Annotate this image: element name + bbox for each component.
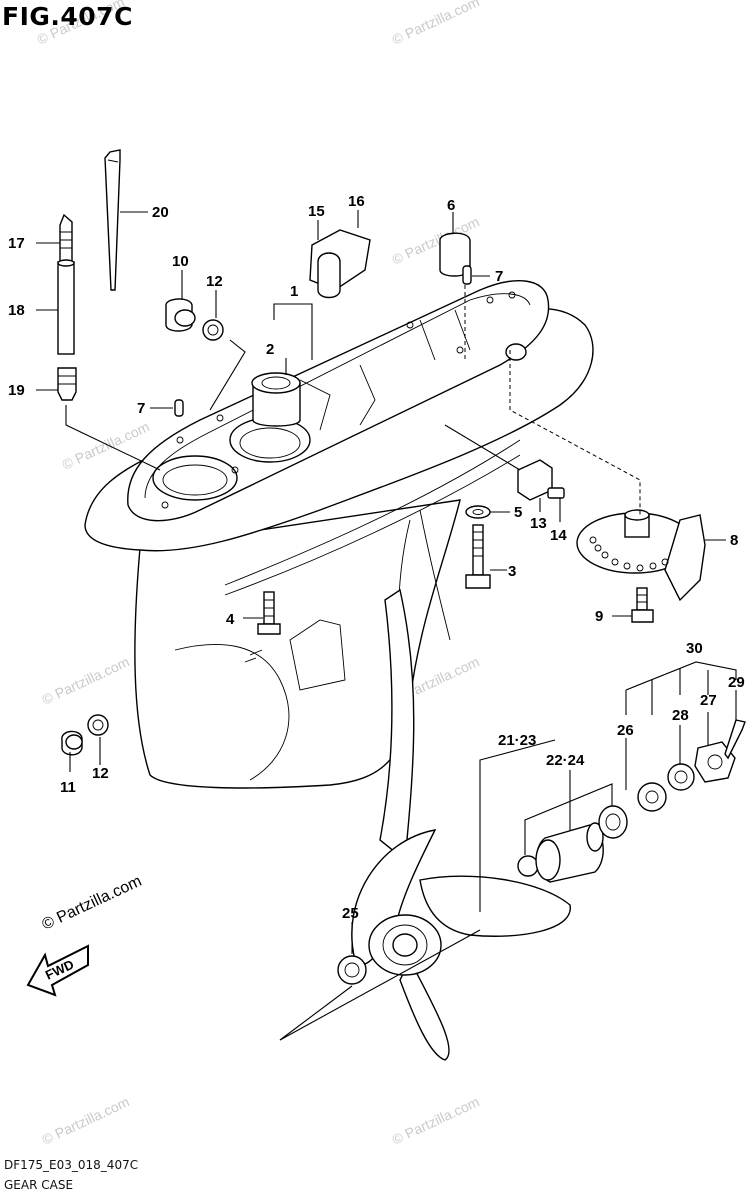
gasket-part-12-lower	[87, 714, 109, 736]
pin-part-7-upper	[462, 265, 472, 285]
hose-assembly-17-18-19	[57, 213, 77, 401]
plug-part-10	[165, 298, 196, 332]
callout-12-lower: 12	[92, 765, 109, 782]
callout-8: 8	[730, 532, 738, 549]
gasket-part-12-upper	[202, 319, 224, 341]
callout-19: 19	[8, 382, 25, 399]
callout-18: 18	[8, 302, 25, 319]
bolt-part-14	[547, 487, 565, 499]
washer-part-26	[637, 782, 667, 812]
callout-7-upper: 7	[495, 268, 503, 285]
bracket-part-13	[517, 459, 553, 501]
callout-11: 11	[60, 779, 76, 796]
bolt-part-3	[465, 524, 491, 589]
callout-22-24: 22·24	[546, 752, 585, 769]
leader-lines	[36, 210, 737, 1041]
callout-20: 20	[152, 204, 169, 221]
callout-14: 14	[550, 527, 567, 544]
callout-labels: 1 2 3 4 5 6 7 7 8 9 10 11 12 12 13 14 15…	[8, 193, 745, 922]
callout-28: 28	[672, 707, 689, 724]
figure-name: GEAR CASE	[4, 1178, 74, 1192]
figure-title: FIG.407C	[2, 2, 133, 31]
cable-tie-part-20	[104, 149, 121, 291]
callout-12-upper: 12	[206, 273, 223, 290]
callout-6: 6	[447, 197, 455, 214]
pin-part-7-lower	[174, 399, 184, 417]
callout-3: 3	[508, 563, 516, 580]
bolt-part-9	[631, 587, 654, 623]
callout-26: 26	[617, 722, 634, 739]
watermark-text: © Partzilla.com	[390, 1093, 482, 1147]
watermark-text: © Partzilla.com	[390, 0, 482, 48]
callout-13: 13	[530, 515, 547, 532]
callout-27: 27	[700, 692, 717, 709]
plug-part-11	[61, 730, 83, 756]
fwd-arrow-icon: FWD	[26, 944, 89, 997]
watermark-text: © Partzilla.com	[40, 1093, 132, 1147]
copyright-watermark: © Partzilla.com	[40, 873, 145, 934]
propeller-part-21-23	[351, 829, 571, 1061]
figure-code: DF175_E03_018_407C	[4, 1158, 139, 1172]
callout-9: 9	[595, 608, 603, 625]
callout-25: 25	[342, 905, 359, 922]
callout-1: 1	[290, 283, 298, 300]
callout-2: 2	[266, 341, 274, 358]
washer-part-28	[667, 763, 695, 791]
callout-29: 29	[728, 674, 745, 691]
callout-17: 17	[8, 235, 25, 252]
callout-10: 10	[172, 253, 189, 270]
callout-16: 16	[348, 193, 365, 210]
clip-part-15-16	[309, 229, 371, 299]
callout-5: 5	[514, 504, 522, 521]
gear-case-housing	[84, 280, 594, 862]
callout-4: 4	[226, 611, 235, 628]
trim-tab-part-8	[576, 509, 706, 602]
water-tube-part-2	[251, 372, 301, 427]
spacer-part-25	[337, 955, 367, 985]
callout-15: 15	[308, 203, 325, 220]
cotter-pin-part-29	[724, 719, 746, 760]
bushing-part-22-24	[517, 805, 628, 883]
watermark-text: © Partzilla.com	[40, 653, 132, 707]
bolt-part-4	[257, 591, 281, 635]
washer-part-5	[465, 505, 491, 519]
callout-21-23: 21·23	[498, 732, 536, 749]
callout-30: 30	[686, 640, 703, 657]
callout-7-lower: 7	[137, 400, 145, 417]
